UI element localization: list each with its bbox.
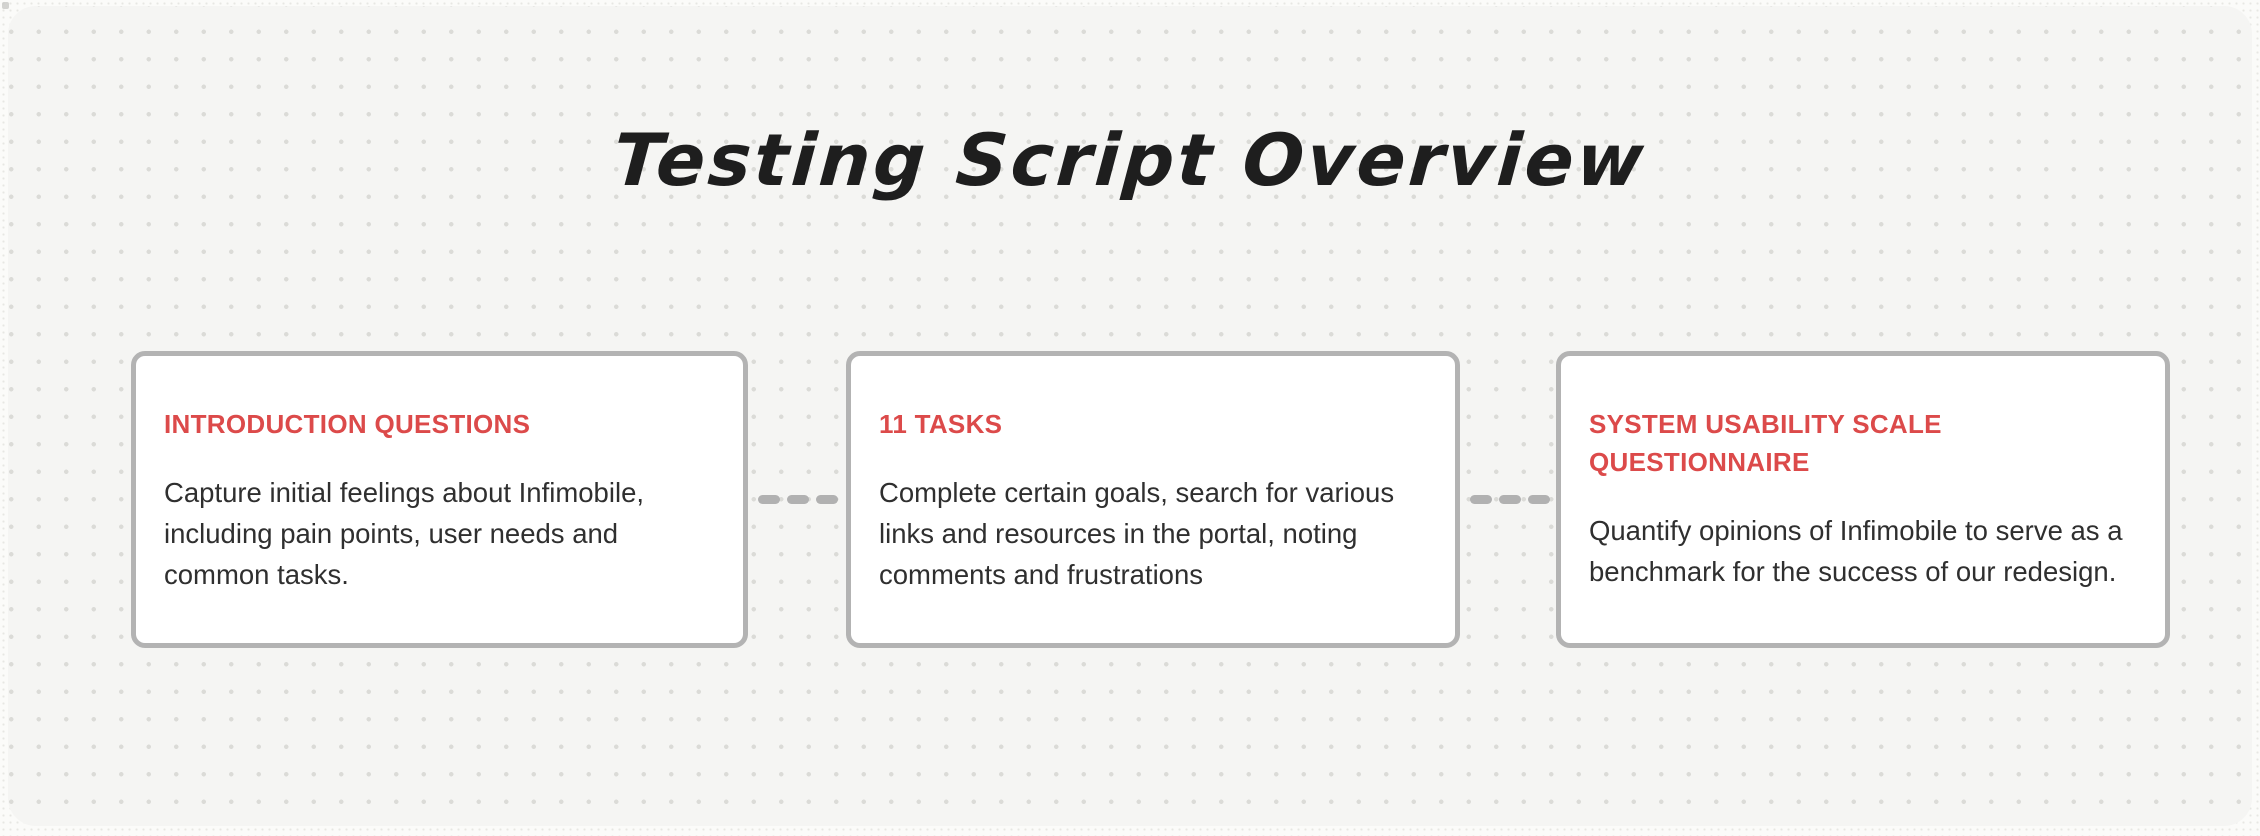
connector-dash [787,495,809,504]
connector-dash [758,495,780,504]
card-heading: SYSTEM USABILITY SCALE QUESTIONNAIRE [1589,409,1942,477]
card-11-tasks[interactable]: 11 TASKS Complete certain goals, search … [846,351,1460,648]
dotted-board-frame: Testing Script Overview INTRODUCTION QUE… [8,6,2252,826]
dashed-connector [758,495,838,504]
connector-dash [1470,495,1492,504]
card-heading: 11 TASKS [879,409,1003,439]
card-body-text: Complete certain goals, search for vario… [879,477,1395,590]
cursor-mark [2,2,9,9]
card-introduction-questions[interactable]: INTRODUCTION QUESTIONS Capture initial f… [131,351,748,648]
connector-dash [816,495,838,504]
dashed-connector [1470,495,1550,504]
page-title: Testing Script Overview [610,118,1650,202]
card-heading: INTRODUCTION QUESTIONS [164,409,531,439]
card-body-text: Quantify opinions of Infimobile to serve… [1589,515,2123,587]
card-body-text: Capture initial feelings about Infimobil… [164,477,645,590]
connector-dash [1528,495,1550,504]
connector-dash [1499,495,1521,504]
card-sus-questionnaire[interactable]: SYSTEM USABILITY SCALE QUESTIONNAIRE Qua… [1556,351,2170,648]
